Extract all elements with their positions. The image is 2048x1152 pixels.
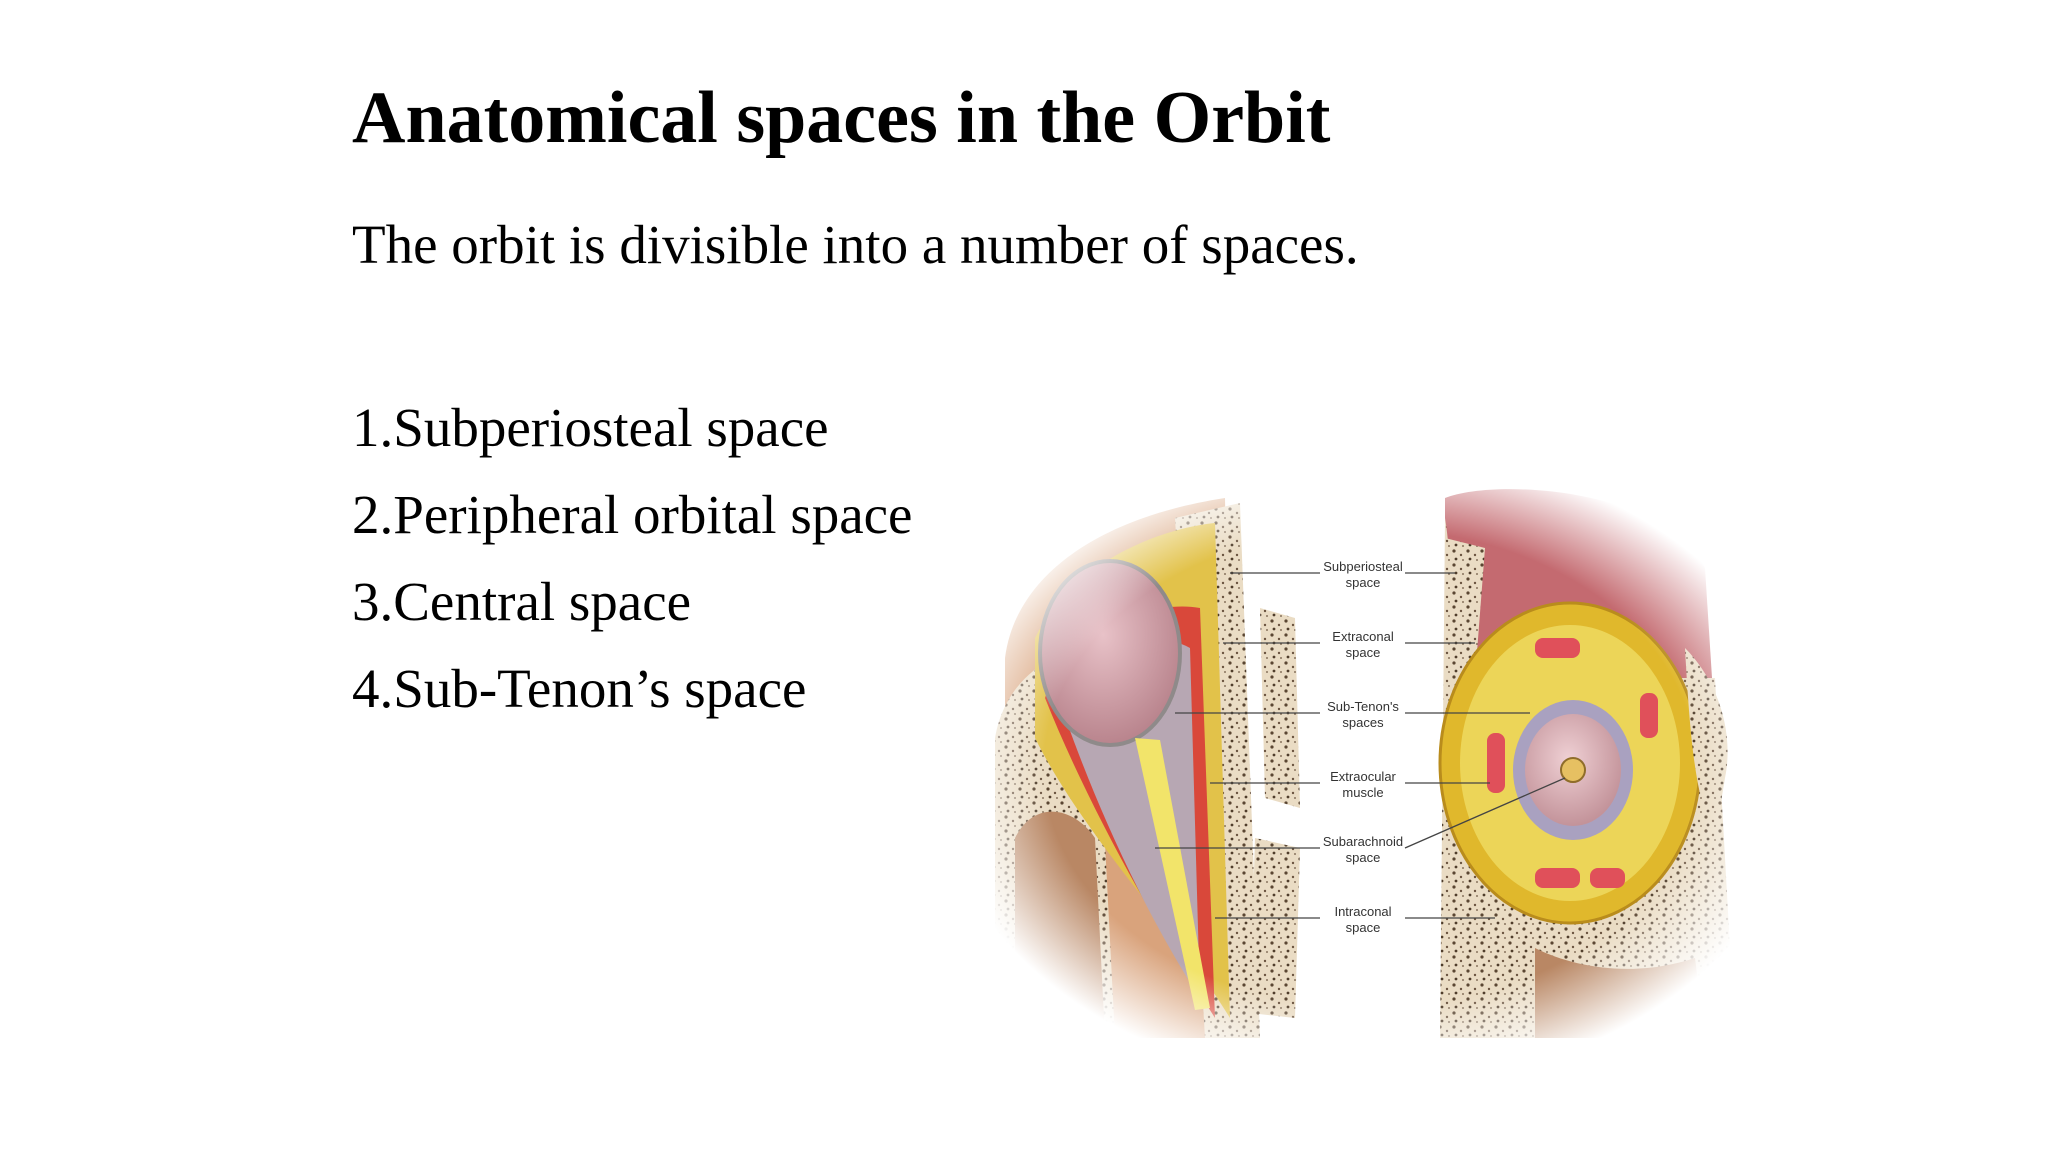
label-extraconal-line1: Extraconal xyxy=(1332,629,1394,644)
list-item: 4.Sub-Tenon’s space xyxy=(352,658,807,719)
list-item: 2.Peripheral orbital space xyxy=(352,484,913,545)
slide-intro: The orbit is divisible into a number of … xyxy=(352,214,1359,275)
label-intraconal-line2: space xyxy=(1346,920,1381,935)
label-subperiosteal-line1: Subperiosteal xyxy=(1323,559,1403,574)
label-subtenon-line1: Sub-Tenon's xyxy=(1327,699,1399,714)
list-item: 1.Subperiosteal space xyxy=(352,397,829,458)
label-subarachnoid-line1: Subarachnoid xyxy=(1323,834,1403,849)
label-extraocular-line2: muscle xyxy=(1342,785,1383,800)
label-subperiosteal-line2: space xyxy=(1346,575,1381,590)
label-subarachnoid-line2: space xyxy=(1346,850,1381,865)
callout-labels: Subperiosteal space Extraconal space Sub… xyxy=(1323,559,1403,935)
list-item: 3.Central space xyxy=(352,571,692,632)
label-intraconal-line1: Intraconal xyxy=(1334,904,1391,919)
label-extraocular-line1: Extraocular xyxy=(1330,769,1396,784)
slide-title: Anatomical spaces in the Orbit xyxy=(352,77,1331,159)
label-extraconal-line2: space xyxy=(1346,645,1381,660)
label-subtenon-line2: spaces xyxy=(1342,715,1384,730)
space-list: 1.Subperiosteal space 2.Peripheral orbit… xyxy=(352,384,912,732)
callout-lines xyxy=(1155,572,1566,919)
orbit-anatomy-illustration: Subperiosteal space Extraconal space Sub… xyxy=(975,478,1765,1058)
